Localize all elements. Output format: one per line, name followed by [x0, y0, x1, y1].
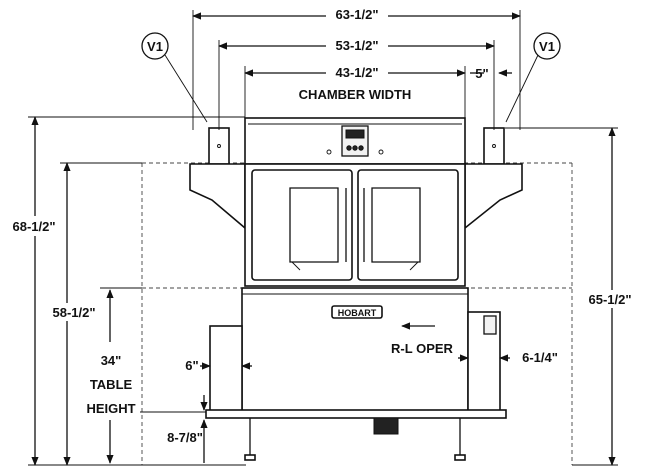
- left-vent-label: V1: [147, 39, 163, 54]
- lower-height-label: 58-1/2": [52, 305, 95, 320]
- mid-width-label: 53-1/2": [335, 38, 378, 53]
- table-extension-dimensions: [200, 322, 510, 370]
- operation-direction-label: R-L OPER: [391, 341, 453, 356]
- control-display: [345, 129, 365, 139]
- machine-body: HOBART: [189, 117, 523, 461]
- right-height-label: 65-1/2": [588, 292, 631, 307]
- left-table-ext-label: 6": [185, 358, 198, 373]
- left-vent-callout-circle: [141, 32, 169, 60]
- table-height-caption-1: TABLE: [90, 377, 133, 392]
- drain-assembly: [373, 417, 399, 435]
- vent-callouts: [141, 32, 561, 123]
- leg-height-label: 8-7/8": [167, 430, 203, 445]
- brand-plate: [331, 305, 383, 319]
- table-height-value: 34": [101, 353, 122, 368]
- left-table: [209, 325, 243, 413]
- base-rail: [205, 409, 507, 419]
- width-dimensions: [192, 5, 521, 130]
- left-door: [251, 169, 353, 281]
- right-vent-label: V1: [539, 39, 555, 54]
- right-door: [357, 169, 459, 281]
- vent-offset-label: 5": [475, 66, 488, 81]
- right-vent-stack: [483, 127, 505, 165]
- left-door-window: [289, 187, 339, 263]
- overall-width-label: 63-1/2": [335, 7, 378, 22]
- right-door-window: [371, 187, 421, 263]
- right-table-control: [483, 315, 497, 335]
- right-side-hood: [464, 163, 523, 230]
- right-vent-callout-circle: [533, 32, 561, 60]
- brand-plate-text: HOBART: [338, 308, 377, 318]
- left-side-hood: [189, 163, 246, 230]
- table-height-caption-2: HEIGHT: [86, 401, 135, 416]
- chamber-width-caption: CHAMBER WIDTH: [299, 87, 412, 102]
- chamber-width-value: 43-1/2": [335, 65, 378, 80]
- overall-height-label: 68-1/2": [12, 219, 55, 234]
- right-table-ext-label: 6-1/4": [522, 350, 558, 365]
- height-dimensions: [2, 116, 640, 466]
- left-vent-stack: [208, 127, 230, 165]
